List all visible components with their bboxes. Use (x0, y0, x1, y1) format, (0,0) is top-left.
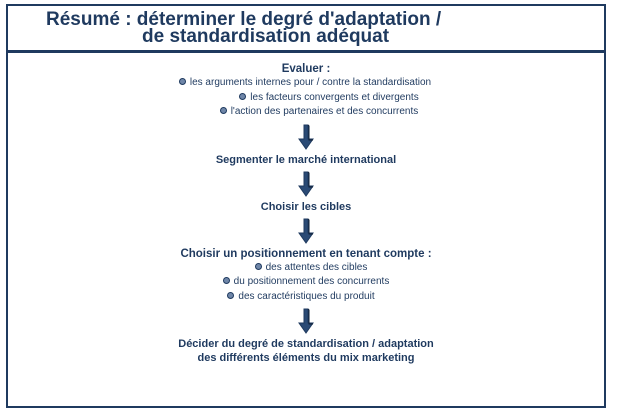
title-line-1: Résumé : déterminer le degré d'adaptatio… (46, 9, 442, 30)
positionnement-item: du positionnement des concurrents (8, 275, 604, 290)
positionnement-item-text: du positionnement des concurrents (233, 276, 390, 287)
positionnement-item: des caractéristiques du produit (3, 290, 599, 305)
summary-frame: Résumé : déterminer le degré d'adaptatio… (6, 4, 606, 408)
step-decider-line-1: Décider du degré de standardisation / ad… (178, 338, 434, 350)
evaluer-heading: Evaluer : (281, 63, 331, 75)
evaluer-item-text: l'action des partenaires et des concurre… (230, 106, 419, 117)
bullet-dot-icon (222, 277, 230, 284)
step-segmenter: Segmenter le marché international (215, 153, 397, 166)
evaluer-item-text: les facteurs convergents et divergents (250, 91, 419, 103)
positionnement-item-text: des attentes des cibles (265, 261, 368, 273)
step-cibles: Choisir les cibles (260, 200, 352, 213)
bullet-dot-icon (239, 92, 247, 100)
down-arrow-icon (298, 308, 314, 334)
evaluer-item: l'action des partenaires et des concurre… (21, 105, 617, 120)
flow-diagram: Evaluer : les arguments internes pour / … (8, 62, 604, 365)
evaluer-item-text: les arguments internes pour / contre la … (189, 77, 432, 88)
down-arrow-icon (298, 124, 314, 150)
down-arrow-icon (298, 218, 314, 244)
evaluer-item: les facteurs convergents et divergents (31, 91, 618, 106)
title-line-2: de standardisation adéquat (142, 26, 390, 47)
evaluer-item: les arguments internes pour / contre la … (7, 76, 603, 91)
title-bar: Résumé : déterminer le degré d'adaptatio… (8, 6, 604, 53)
positionnement-item-text: des caractéristiques du produit (238, 290, 375, 302)
step-decider-line-2: des différents éléments du mix marketing (197, 352, 415, 364)
down-arrow-icon (298, 171, 314, 197)
bullet-dot-icon (219, 107, 227, 114)
positionnement-item: des attentes des cibles (13, 261, 609, 276)
bullet-dot-icon (227, 291, 235, 299)
positionnement-heading: Choisir un positionnement en tenant comp… (180, 247, 432, 260)
bullet-dot-icon (254, 262, 262, 270)
bullet-dot-icon (178, 78, 186, 85)
